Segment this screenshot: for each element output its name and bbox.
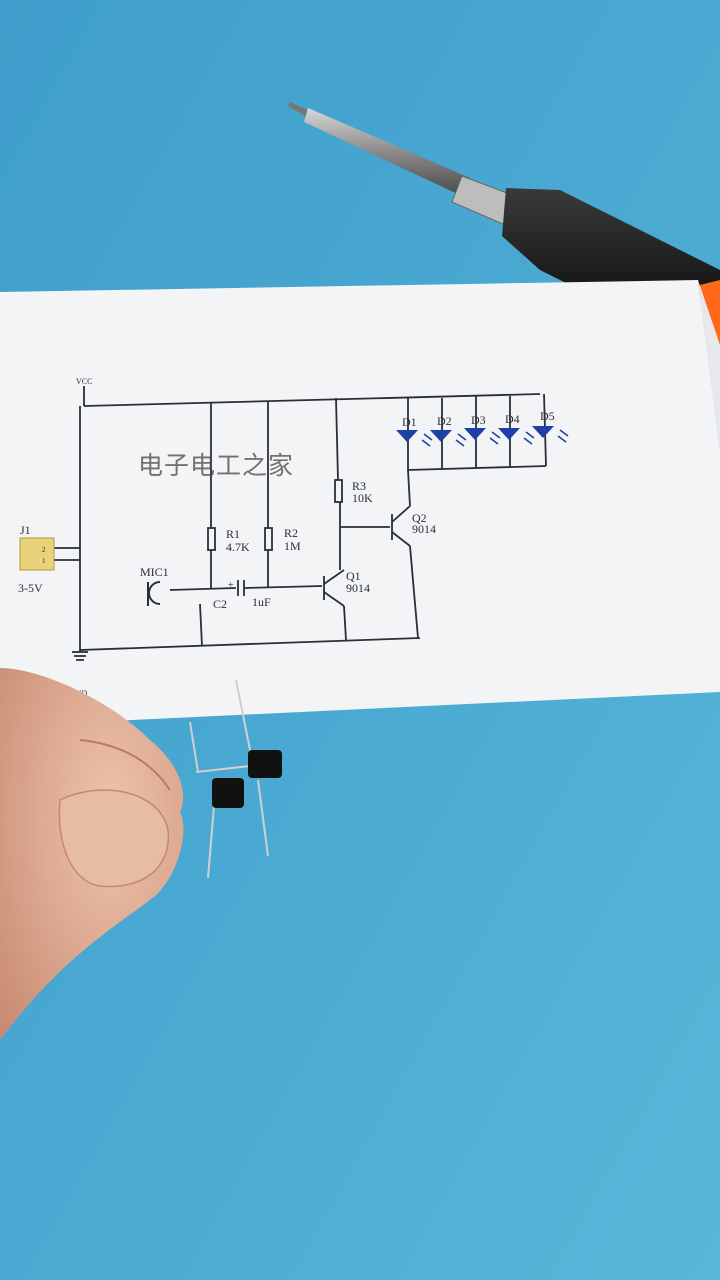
r3-ref-label: R3: [352, 479, 366, 493]
r2-value-label: 1M: [284, 539, 301, 553]
transistor-body-1: [248, 750, 282, 778]
schematic-wires: [52, 386, 547, 661]
q2-ref-label: Q2: [412, 511, 427, 525]
j1-pin2-label: 2: [42, 546, 46, 554]
c2-ref-label: C2: [213, 597, 227, 611]
r3-value-label: 10K: [352, 491, 373, 505]
led-d3-icon: [464, 428, 486, 440]
r1-ref-label: R1: [226, 527, 240, 541]
led-d5-icon: [532, 426, 554, 438]
led-d4-label: D4: [505, 412, 520, 426]
schematic-paper: [0, 280, 720, 722]
q1-value-label: 9014: [346, 581, 370, 595]
mic-label: MIC1: [140, 565, 169, 579]
j1-pin1-label: 1: [42, 557, 46, 565]
q2-value-label: 9014: [412, 522, 436, 536]
led-array: [396, 426, 569, 447]
r1-value-label: 4.7K: [226, 540, 250, 554]
led-d1-icon: [396, 430, 418, 442]
r2-ref-label: R2: [284, 526, 298, 540]
led-d1-label: D1: [402, 415, 417, 429]
c2-value-label: 1uF: [252, 595, 271, 609]
vcc-label: VCC: [76, 377, 92, 386]
j1-voltage-label: 3-5V: [18, 581, 43, 595]
led-d4-icon: [498, 428, 520, 440]
j1-label: J1: [20, 523, 31, 537]
c2-polarity-label: +: [228, 580, 234, 591]
transistor-body-2: [212, 778, 244, 808]
loose-transistors: [189, 679, 282, 879]
led-d2-icon: [430, 430, 452, 442]
connector-j1-icon: [19, 537, 55, 571]
led-d3-label: D3: [471, 413, 486, 427]
microphone-symbol: [147, 581, 161, 606]
q1-ref-label: Q1: [346, 569, 361, 583]
led-d5-label: D5: [540, 409, 555, 423]
led-d2-label: D2: [437, 414, 452, 428]
schematic-labels: VCC GND J1 2 1 3-5V MIC1 + C2 1uF R1 4.7…: [18, 377, 555, 698]
watermark-text: 电子电工之家: [138, 451, 295, 480]
hand: [0, 668, 184, 1040]
